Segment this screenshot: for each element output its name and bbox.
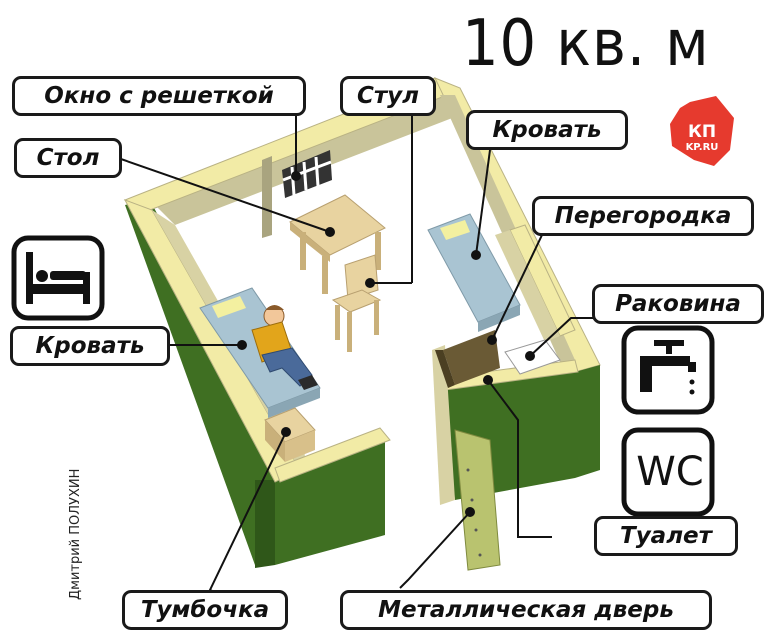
label-window: Окно с решеткой [12,76,306,116]
label-nightstand: Тумбочка [122,590,288,630]
partition-edge [435,350,455,388]
label-bed-left: Кровать [10,326,170,366]
divider-inner [495,230,560,342]
bed-icon [11,235,105,321]
window-pillar [262,156,272,238]
author-credit: Дмитрий ПОЛУХИН [68,468,83,600]
faucet-icon [621,325,715,415]
wc-icon [621,427,715,517]
left-wall-outer [125,200,290,565]
wc-label: WC [636,449,704,495]
logo-subtext: KP.RU [685,142,719,153]
toilet-side [432,345,455,505]
front-wall-top [274,427,391,483]
label-partition: Перегородка [532,196,754,236]
barred-window [282,150,332,198]
front-wall-shade [255,480,275,568]
label-bed-right: Кровать [466,110,628,150]
label-chair: Стул [340,76,436,116]
table [289,194,386,294]
partition [443,330,500,385]
label-sink: Раковина [592,284,764,324]
kp-logo [670,96,734,166]
label-table: Стол [14,138,122,178]
logo-text: КП [687,122,717,142]
page-title: 10 кв. м [462,7,710,81]
bed-right [427,213,521,332]
right-wall-outer [575,365,600,478]
inmate-figure [251,305,318,390]
leader-dots [237,171,535,517]
chair [331,254,382,352]
label-toilet: Туалет [594,516,738,556]
back-wall-inner [150,90,460,225]
metal-door [454,429,501,571]
nightstand [264,407,316,462]
label-door: Металлическая дверь [340,590,712,630]
